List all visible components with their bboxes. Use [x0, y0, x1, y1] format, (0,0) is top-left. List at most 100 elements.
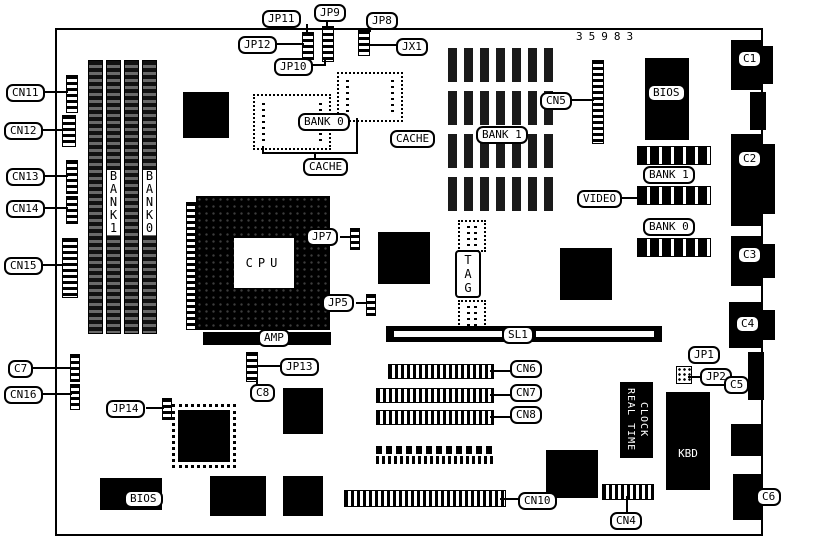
rtc-text-line1: REAL TIME: [625, 388, 636, 452]
cpu-label-plate: CPU: [234, 238, 294, 288]
keyboard-controller-chip: KBD: [666, 392, 710, 490]
leader-line: [40, 264, 64, 266]
callout-sl1: SL1: [502, 326, 534, 344]
leader-line: [310, 64, 326, 66]
kbd-text: KBD: [678, 447, 698, 460]
connector-cn12: [62, 115, 76, 147]
callout-jp13: JP13: [280, 358, 319, 376]
connector-cn13: [66, 160, 78, 194]
leader-line: [40, 175, 68, 177]
callout-jp8: JP8: [366, 12, 398, 30]
leader-line: [570, 99, 594, 101]
callout-video: VIDEO: [577, 190, 623, 208]
callout-cache-b: CACHE: [390, 130, 436, 148]
callout-jp9: JP9: [314, 4, 346, 22]
slot-opening: [394, 331, 502, 337]
callout-cn5: CN5: [540, 92, 572, 110]
leader-line: [326, 16, 328, 28]
chip: [283, 388, 323, 434]
leader-line: [256, 378, 258, 386]
callout-jp7: JP7: [306, 228, 338, 246]
leader-line: [615, 197, 639, 199]
header-cn8: [376, 410, 494, 425]
qfp-chip: [172, 404, 236, 468]
cache-chip-socket: [253, 94, 331, 150]
connector-cn15: [62, 238, 78, 298]
leader-line: [28, 367, 72, 369]
callout-cn16: CN16: [4, 386, 43, 404]
jumper-block-jp8-jx1: [358, 30, 370, 56]
callout-jp12: JP12: [238, 36, 277, 54]
leader-line: [500, 498, 520, 500]
callout-cn14: CN14: [6, 200, 45, 218]
callout-c7: C7: [8, 360, 34, 378]
callout-c3: C3: [737, 246, 763, 264]
callout-cn6: CN6: [510, 360, 542, 378]
tag-ram-socket: [458, 220, 486, 252]
component-row: [376, 446, 494, 464]
connector-cn11: [66, 75, 78, 113]
leader-line: [270, 43, 304, 45]
port-c4-ext: [763, 310, 775, 340]
jumper-jp7: [350, 228, 360, 250]
leader-line: [324, 58, 326, 66]
real-time-clock-chip: REAL TIME CLOCK: [620, 382, 653, 458]
callout-c5: C5: [724, 376, 750, 394]
jumper-jp14: [162, 398, 172, 420]
leader-line: [40, 207, 68, 209]
callout-jp2: JP2: [700, 368, 732, 386]
cpu-text: CPU: [245, 256, 283, 270]
callout-cn15: CN15: [4, 257, 43, 275]
callout-cn10: CN10: [518, 492, 557, 510]
leader-line: [744, 495, 758, 497]
rtc-text-line2: CLOCK: [638, 402, 649, 438]
leader-line: [626, 496, 628, 514]
callout-cn13: CN13: [6, 168, 45, 186]
leader-line: [314, 152, 316, 160]
cache-chip-socket: [337, 72, 403, 122]
leader-line: [364, 44, 398, 46]
chip: [210, 476, 266, 516]
leader-line: [262, 146, 264, 154]
simm-bank1-label: BANK1: [107, 170, 120, 235]
video-ram-row: [637, 238, 711, 257]
callout-c6: C6: [756, 488, 782, 506]
header-cn7: [376, 388, 494, 403]
leader-line: [356, 118, 358, 154]
callout-bios-bottom: BIOS: [124, 490, 163, 508]
leader-line: [40, 91, 68, 93]
leader-line: [490, 370, 512, 372]
leader-line: [306, 24, 308, 34]
port-c5: [748, 352, 764, 400]
callout-cn4: CN4: [610, 512, 642, 530]
leader-line: [40, 393, 72, 395]
jumper-block-jp1-jp2: [676, 366, 692, 384]
chip: [283, 476, 323, 516]
leader-line: [254, 365, 282, 367]
leader-line: [490, 416, 512, 418]
leader-line: [688, 376, 702, 378]
leader-line: [40, 129, 64, 131]
port-c2-ext: [763, 144, 775, 214]
video-ram-row: [637, 186, 711, 205]
callout-bank0-video: BANK 0: [643, 218, 695, 236]
callout-c4: C4: [735, 315, 761, 333]
connector-cn14: [66, 196, 78, 224]
port-din-keyboard: [731, 424, 761, 456]
leader-line: [146, 407, 164, 409]
header-cn10: [344, 490, 506, 507]
part-number-text: 35983: [576, 30, 640, 43]
jumper-jp13: [246, 352, 258, 382]
header-cn4: [602, 484, 654, 500]
callout-jx1: JX1: [396, 38, 428, 56]
header-cn6: [388, 364, 494, 379]
callout-bank1-video: BANK 1: [643, 166, 695, 184]
callout-cn8: CN8: [510, 406, 542, 424]
port-c2: [731, 134, 763, 226]
callout-cn11: CN11: [6, 84, 45, 102]
callout-cn12: CN12: [4, 122, 43, 140]
simm-slot-3: [124, 60, 139, 334]
callout-jp14: JP14: [106, 400, 145, 418]
callout-tag: TAG: [455, 250, 481, 298]
